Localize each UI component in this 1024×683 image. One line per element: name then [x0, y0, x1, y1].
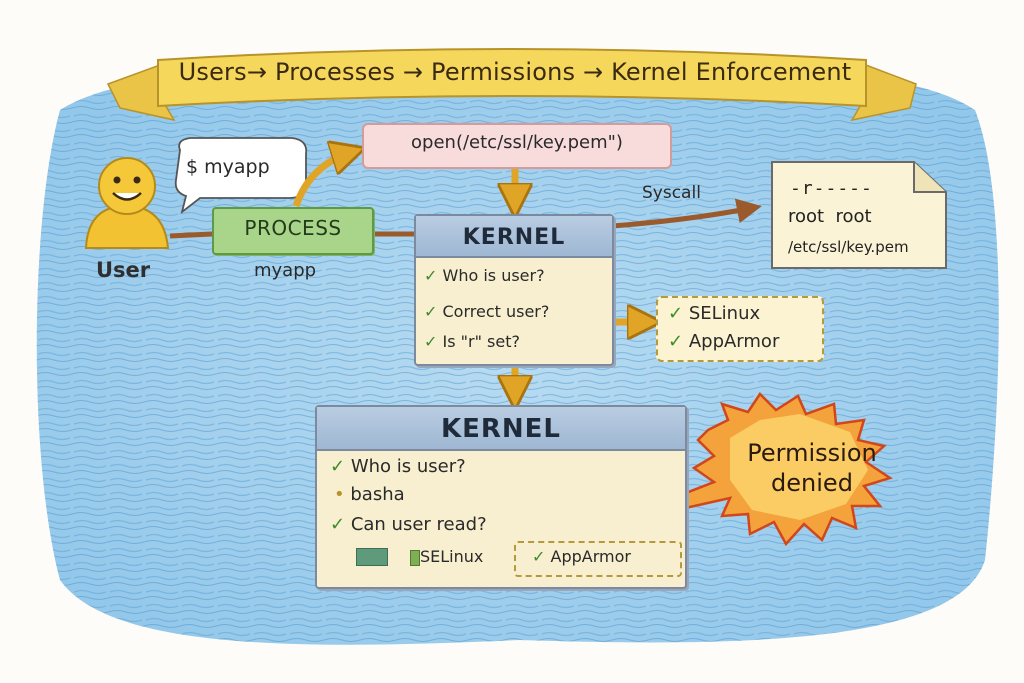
- kernel-result-user-label: basha: [350, 484, 405, 505]
- denied-line-2: denied: [771, 469, 853, 497]
- kernel-result-module-label: SELinux: [420, 547, 484, 566]
- check-mark-icon: ✓: [668, 331, 684, 352]
- smiley-face-icon: [84, 157, 170, 249]
- module-block-icon: [356, 548, 388, 566]
- process-name: myapp: [254, 260, 317, 281]
- document-icon: [771, 161, 947, 269]
- kernel-check-box: [414, 214, 614, 366]
- file-permissions: -r-----: [790, 178, 873, 199]
- check-mark-icon: ✓: [424, 266, 438, 285]
- kernel-check-item: ✓ Correct user?: [424, 302, 549, 321]
- kernel-result-title: KERNEL: [440, 414, 562, 444]
- file-path: /etc/ssl/key.pem: [788, 238, 909, 256]
- process-box: [212, 207, 374, 255]
- kernel-result-module: ✓ AppArmor: [532, 547, 631, 566]
- command-text: $ myapp: [186, 156, 270, 178]
- kernel-result-header: [317, 407, 685, 451]
- kernel-check-header: [416, 216, 612, 258]
- kernel-check-item: ✓ Who is user?: [424, 266, 545, 285]
- lsm-label: AppArmor: [688, 331, 780, 352]
- user-label: User: [96, 258, 151, 282]
- lsm-item: ✓ SELinux: [668, 303, 760, 324]
- lsm-box: [656, 296, 824, 362]
- process-label: PROCESS: [244, 216, 342, 240]
- kernel-check-item: ✓ Is "r" set?: [424, 332, 520, 351]
- lsm-label: SELinux: [688, 303, 761, 324]
- syscall-call: open(/etc/ssl/key.pem"): [411, 132, 623, 153]
- kernel-check-title: KERNEL: [462, 225, 566, 250]
- check-mark-icon: ✓: [532, 547, 546, 566]
- kernel-result-user: • basha: [334, 484, 405, 505]
- syscall-label: Syscall: [642, 183, 701, 203]
- file-owner: root root: [788, 206, 872, 227]
- denied-line-1: Permission: [747, 439, 877, 467]
- kernel-result-who-label: Who is user?: [350, 456, 466, 477]
- permission-denied-text: Permission denied: [712, 438, 912, 498]
- lsm-item: ✓ AppArmor: [668, 331, 779, 352]
- banner-ribbon: [106, 48, 917, 122]
- check-mark-icon: ✓: [330, 514, 346, 535]
- check-mark-icon: ✓: [668, 303, 684, 324]
- banner-title: Users→ Processes → Permissions → Kernel …: [178, 58, 852, 86]
- kernel-check-label: Is "r" set?: [442, 332, 520, 351]
- bullet-icon: •: [334, 484, 345, 505]
- check-mark-icon: ✓: [424, 302, 438, 321]
- kernel-check-label: Who is user?: [442, 266, 545, 285]
- kernel-result-who: ✓ Who is user?: [330, 456, 466, 477]
- module-flag-icon: [410, 549, 420, 566]
- kernel-check-label: Correct user?: [442, 302, 550, 321]
- kernel-result-module: SELinux: [410, 547, 483, 566]
- kernel-result-can-read: ✓ Can user read?: [330, 514, 487, 535]
- apparmor-dashed-frame: [514, 541, 682, 577]
- syscall-box: [362, 123, 672, 169]
- check-mark-icon: ✓: [330, 456, 346, 477]
- kernel-result-module-label: AppArmor: [550, 547, 631, 566]
- kernel-result-can-read-label: Can user read?: [350, 514, 487, 535]
- check-mark-icon: ✓: [424, 332, 438, 351]
